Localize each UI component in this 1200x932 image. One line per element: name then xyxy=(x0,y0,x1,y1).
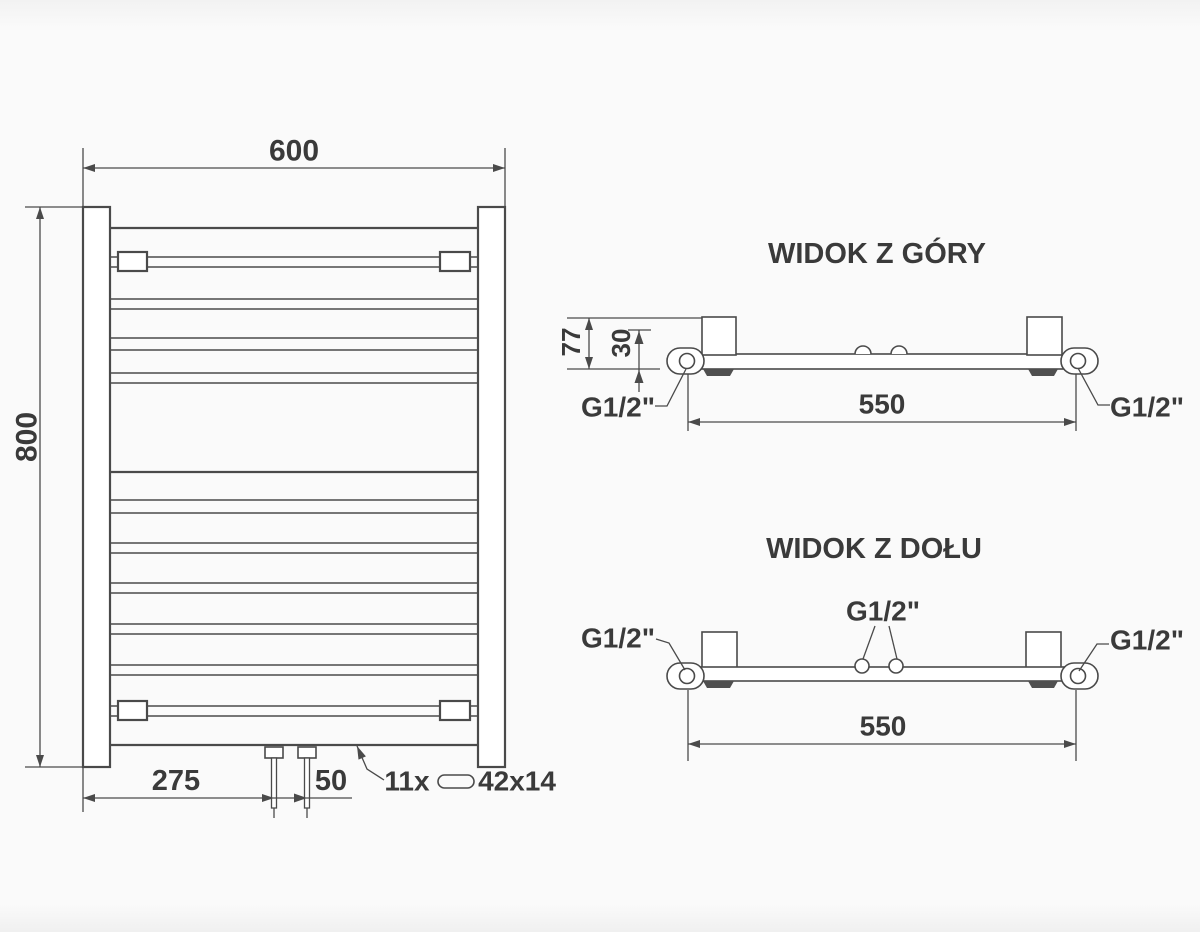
radiator-tubes xyxy=(110,226,478,747)
bottom-towel-bar xyxy=(110,699,478,722)
dim-600-label: 600 xyxy=(269,135,319,168)
leader-line xyxy=(1077,367,1110,406)
bushing xyxy=(438,699,472,722)
fitting-port xyxy=(1069,352,1087,370)
tube-count-label: 11x xyxy=(384,766,430,797)
wall-bracket xyxy=(1025,631,1062,669)
bracket-foot xyxy=(703,369,734,376)
wall-bracket xyxy=(701,316,737,356)
bushing xyxy=(116,250,149,273)
bottom-view-fitting-labels: G1/2" G1/2" G1/2" xyxy=(581,596,1184,672)
bottom-connections xyxy=(264,746,317,809)
dim-50-label: 50 xyxy=(315,765,347,797)
leader-line xyxy=(888,625,898,660)
fitting-label-center: G1/2" xyxy=(846,596,920,627)
arrowhead xyxy=(634,331,644,344)
dimension-600: 600 xyxy=(82,135,506,207)
top-view-fitting-labels: G1/2" G1/2" xyxy=(581,367,1184,423)
top-towel-bar xyxy=(110,250,478,273)
fitting-port xyxy=(678,352,696,370)
leader-line xyxy=(862,625,876,660)
bottom-view: WIDOK Z DOŁU G1/2" G1/2" G1/2" 550 xyxy=(581,533,1184,761)
dim-30-label: 30 xyxy=(606,329,636,358)
top-view-title: WIDOK Z GÓRY xyxy=(768,236,986,270)
bracket-foot xyxy=(1028,681,1058,688)
dimension-77: 77 xyxy=(556,317,702,370)
wall-bracket xyxy=(1026,316,1063,356)
fitting-label-left: G1/2" xyxy=(581,623,655,654)
right-collector xyxy=(476,205,507,769)
dimension-800: 800 xyxy=(11,206,83,768)
tube-profile-label: 42x14 xyxy=(478,766,556,797)
dim-550-top-label: 550 xyxy=(859,389,906,420)
dimension-30: 30 xyxy=(606,329,651,392)
connection-pipe xyxy=(303,757,311,809)
dim-550-bottom-label: 550 xyxy=(860,711,907,742)
leader-line xyxy=(655,638,686,671)
bushing xyxy=(438,250,472,273)
front-view: 600 800 275 50 11x 42x14 xyxy=(11,135,556,818)
bottom-view-title: WIDOK Z DOŁU xyxy=(766,533,982,565)
center-connection-port xyxy=(854,658,870,674)
fitting-port xyxy=(678,667,696,685)
arrowhead xyxy=(357,746,366,760)
center-connection-port xyxy=(888,658,904,674)
tube-profile-annotation: 11x 42x14 xyxy=(356,745,556,797)
dim-77-label: 77 xyxy=(556,328,586,357)
bracket-foot xyxy=(1028,369,1058,376)
fitting-label-right: G1/2" xyxy=(1110,392,1184,423)
connection-head xyxy=(264,746,284,759)
left-collector xyxy=(81,205,112,769)
radiator-body-top xyxy=(699,353,1066,370)
tube-profile-icon xyxy=(437,774,475,789)
air-vent-bump xyxy=(854,345,872,355)
connection-pipe xyxy=(270,757,278,809)
bracket-foot xyxy=(703,681,734,688)
dimension-550-bottom: 550 xyxy=(687,690,1077,761)
fitting-label-right: G1/2" xyxy=(1110,625,1184,656)
top-view: WIDOK Z GÓRY 77 30 G1/2" xyxy=(556,236,1184,431)
fitting-label-left: G1/2" xyxy=(581,392,655,423)
air-vent-bump xyxy=(890,345,908,355)
radiator-body-bottom xyxy=(699,666,1066,682)
wall-bracket xyxy=(701,631,738,669)
dimension-550-top: 550 xyxy=(687,374,1077,431)
dim-275-label: 275 xyxy=(152,765,200,797)
leader-line xyxy=(1078,643,1109,672)
arrowhead xyxy=(634,370,644,383)
dim-800-label: 800 xyxy=(11,412,44,462)
arrowhead xyxy=(294,793,307,803)
fitting-port xyxy=(1069,667,1087,685)
leader-line xyxy=(655,368,687,407)
bushing xyxy=(116,699,149,722)
dimension-275-50: 275 50 xyxy=(82,765,352,818)
connection-head xyxy=(297,746,317,759)
